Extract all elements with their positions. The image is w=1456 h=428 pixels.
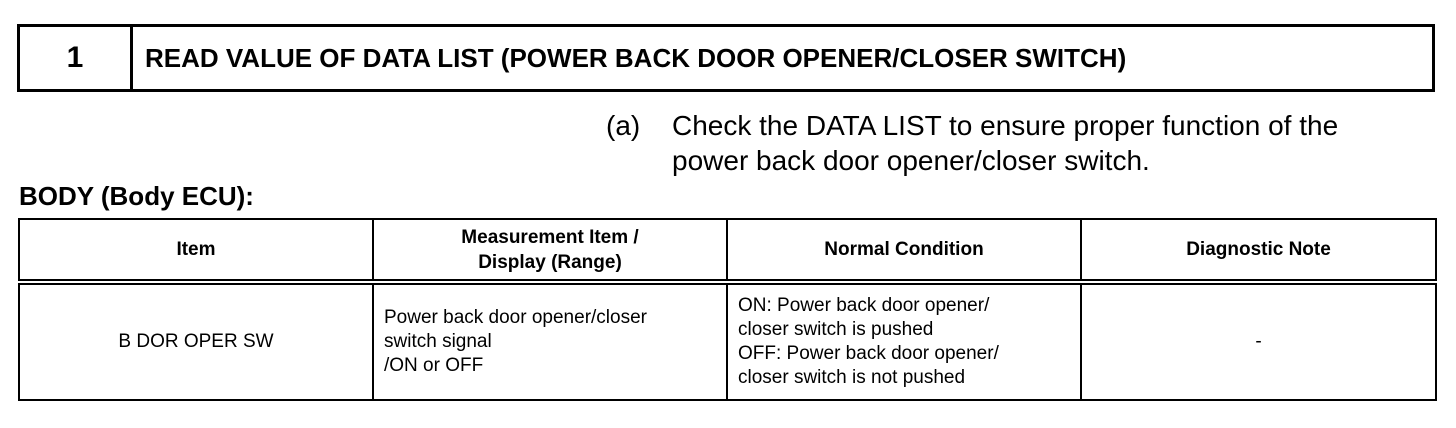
cell-line: OFF: Power back door opener/ [738,343,999,364]
section-heading: BODY (Body ECU): [19,181,254,211]
table-header-row: Item Measurement Item / Display (Range) … [18,218,1437,283]
instruction-block: (a) Check the DATA LIST to ensure proper… [606,108,1426,178]
cell-normal-condition: ON: Power back door opener/ closer switc… [726,281,1082,401]
instruction-marker: (a) [606,110,641,141]
cell-line: /ON or OFF [384,355,484,376]
header-item: Item [18,218,374,283]
header-measurement-line: Measurement Item / [461,226,639,248]
cell-line: Power back door opener/closer [384,307,647,328]
table-row: B DOR OPER SW Power back door opener/clo… [18,281,1437,401]
cell-item: B DOR OPER SW [18,281,374,401]
cell-line: closer switch is not pushed [738,367,966,388]
header-normal-condition: Normal Condition [726,218,1082,283]
data-list-table: Item Measurement Item / Display (Range) … [18,218,1437,401]
cell-line: ON: Power back door opener/ [738,295,990,316]
cell-measurement: Power back door opener/closer switch sig… [372,281,728,401]
header-diagnostic-note: Diagnostic Note [1080,218,1437,283]
cell-line: switch signal [384,331,492,352]
step-number: 1 [20,27,133,89]
instruction-text: Check the DATA LIST to ensure proper fun… [672,108,1426,178]
cell-line: closer switch is pushed [738,319,934,340]
header-measurement-line: Display (Range) [478,251,622,273]
step-header: 1 READ VALUE OF DATA LIST (POWER BACK DO… [17,24,1435,92]
instruction-line: Check the DATA LIST to ensure proper fun… [672,110,1339,141]
cell-diagnostic-note: - [1080,281,1437,401]
step-title: READ VALUE OF DATA LIST (POWER BACK DOOR… [145,42,1127,73]
instruction-line: power back door opener/closer switch. [672,145,1150,176]
header-measurement: Measurement Item / Display (Range) [372,218,728,283]
